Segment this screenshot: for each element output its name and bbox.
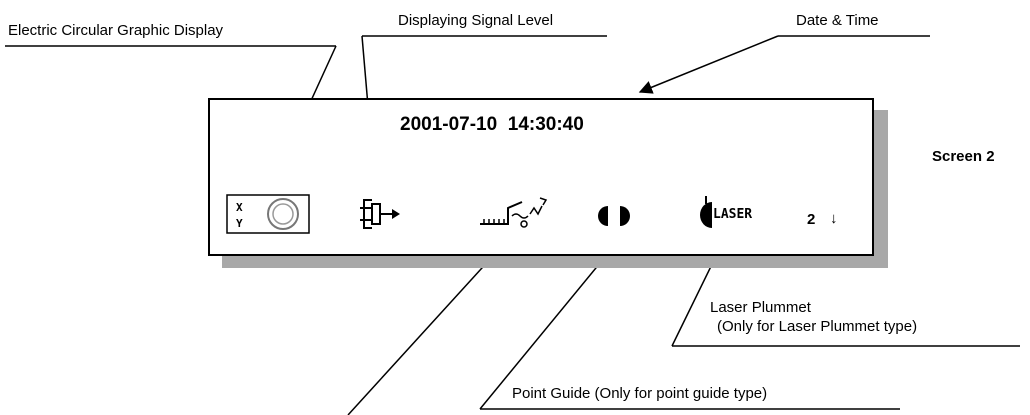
- unlabelled-leader: [347, 245, 503, 415]
- laser-label: LASER: [713, 207, 753, 222]
- laser-plummet-icon: [694, 196, 716, 237]
- point-guide-leader: [479, 244, 615, 410]
- xy-top-label: X: [236, 201, 243, 214]
- tilt-level-icon: [478, 194, 550, 237]
- scroll-down-icon: ↓: [830, 210, 838, 227]
- xy-bottom-label: Y: [236, 217, 243, 230]
- callout-circular-display: Electric Circular Graphic Display: [8, 22, 224, 39]
- callout-point-guide: Point Guide (Only for point guide type): [512, 385, 768, 402]
- instrument-screen: 2001-07-10 14:30:40 X Y: [208, 98, 874, 256]
- callout-laser-plummet: Laser Plummet: [710, 299, 811, 316]
- screen-label: Screen 2: [932, 148, 995, 165]
- point-guide-icon: [596, 204, 632, 233]
- signal-level-icon: [358, 196, 404, 237]
- circular-display-icon: X Y: [226, 194, 310, 239]
- callout-signal-level: Displaying Signal Level: [398, 12, 554, 29]
- date-time-leader: [638, 35, 779, 94]
- screen-datetime: 2001-07-10 14:30:40: [400, 114, 584, 135]
- callout-date-time: Date & Time: [796, 12, 879, 29]
- page-number: 2: [807, 211, 816, 228]
- callout-laser-plummet-note: (Only for Laser Plummet type): [717, 318, 918, 335]
